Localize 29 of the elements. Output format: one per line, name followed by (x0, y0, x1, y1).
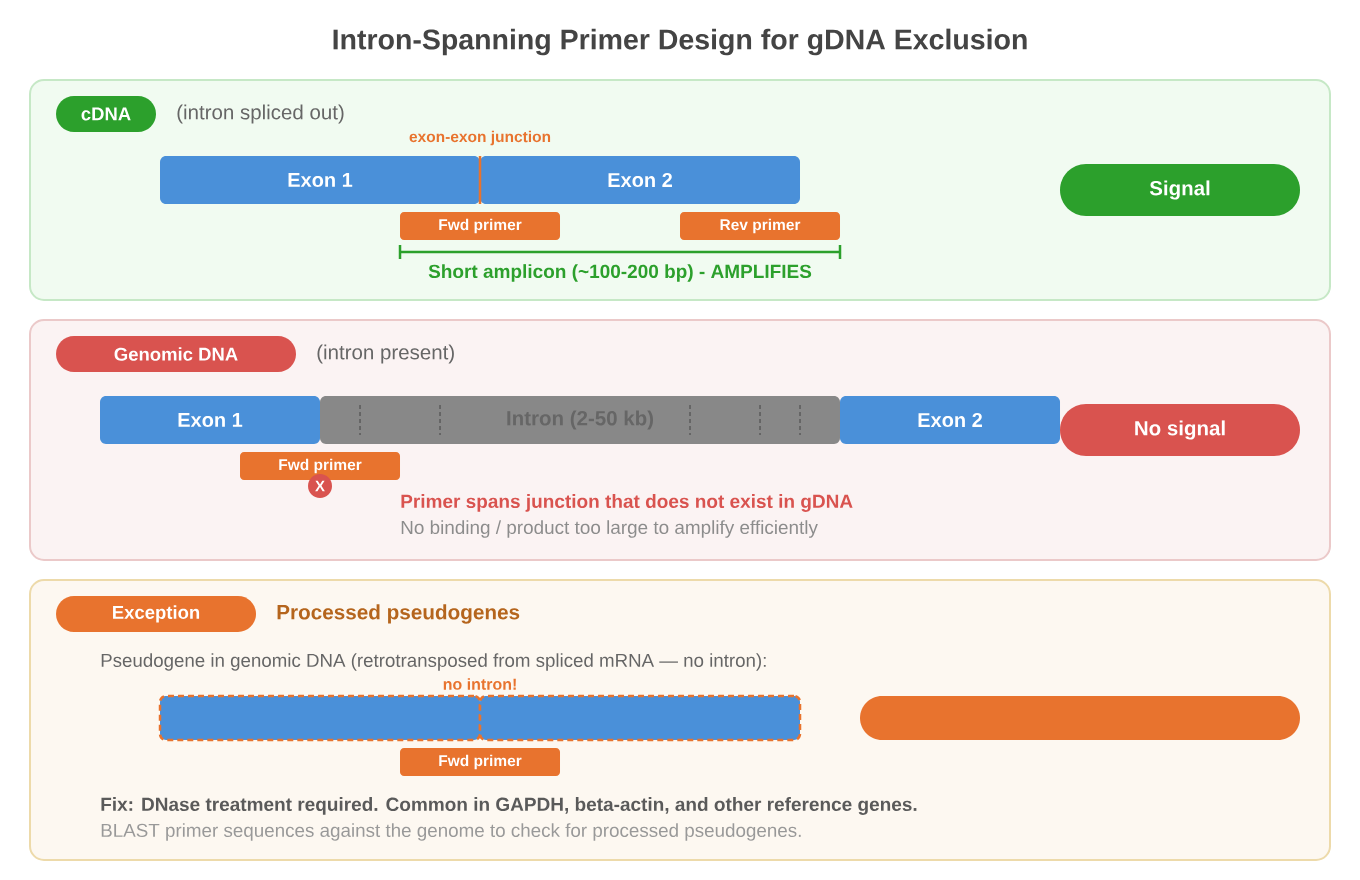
junction-label: exon-exon junction (409, 130, 551, 146)
result-pill: Signal (1060, 164, 1300, 216)
description-text: Pseudogene in genomic DNA (retrotransposed from spliced mRNA — no intron): (101, 653, 766, 671)
exon-block: Exon 2 (480, 156, 800, 204)
cross-badge: X (308, 474, 332, 498)
fix-note: Fix: DNase treatment required. Common in GAPDH, beta-actin, and other reference genes. (101, 797, 917, 815)
primer-bar: Rev primer (680, 212, 840, 240)
exon-block: Exon 2 (840, 396, 1060, 444)
primer-bar: Fwd primer (240, 452, 400, 480)
category-pill: Exception (56, 596, 256, 632)
exon-block: Exon 1 (160, 156, 480, 204)
tip-note: BLAST primer sequences against the genome to check for processed pseudogenes. (101, 823, 801, 841)
junction-label: no intron! (443, 678, 516, 690)
exon-block (158, 694, 482, 742)
note-text: No binding / product too large to amplify efficiently (401, 520, 818, 538)
side-label: (intron spliced out) (177, 104, 344, 124)
exon-block: Exon 1 (100, 396, 320, 444)
result-pill (860, 696, 1300, 740)
amplicon-label: Short amplicon (~100-200 bp) - AMPLIFIES (428, 264, 812, 282)
primer-bar: Fwd primer (400, 748, 560, 776)
category-pill: Genomic DNA (56, 336, 296, 372)
result-pill: No signal (1060, 404, 1300, 456)
category-pill: cDNA (56, 96, 156, 132)
warning-text: Primer spans junction that does not exist in gDNA (401, 494, 853, 512)
side-label: (intron present) (317, 344, 454, 364)
title: Intron-Spanning Primer Design for gDNA Exclusion (333, 28, 1027, 56)
primer-bar: Fwd primer (400, 212, 560, 240)
exon-block (478, 694, 802, 742)
section-heading: Processed pseudogenes (277, 604, 520, 624)
